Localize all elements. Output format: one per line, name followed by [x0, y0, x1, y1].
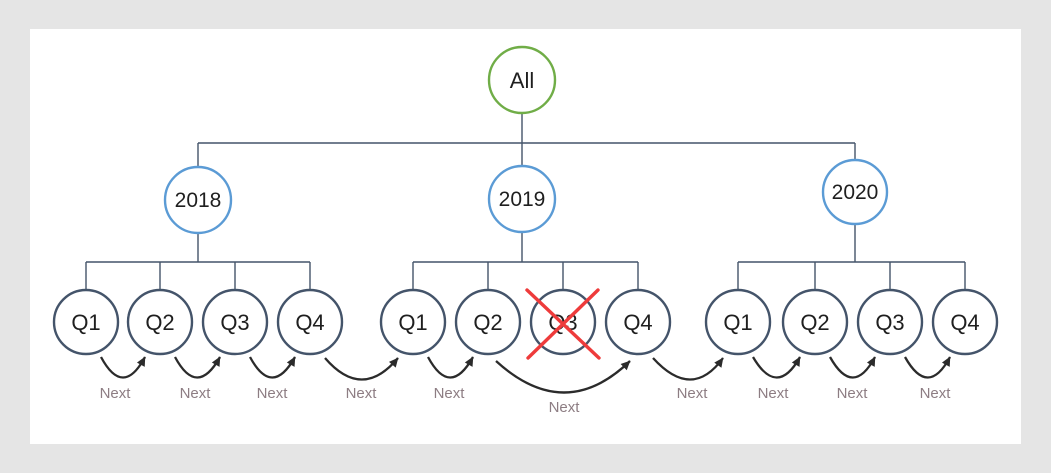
quarter-label: Q3 [220, 310, 249, 335]
next-arrow [248, 356, 297, 379]
next-label: Next [758, 385, 790, 402]
quarter-circle [781, 288, 849, 356]
next-arrows: Next Next Next Next Next Next Next Next … [99, 356, 952, 416]
quarter-circle [704, 288, 772, 356]
node-2018: 2018 [163, 165, 233, 235]
quarter-circle [126, 288, 194, 356]
node-2019: 2019 [487, 164, 557, 234]
node-2018-q2: Q2 [126, 288, 194, 356]
next-label: Next [434, 385, 466, 402]
quarter-label: Q4 [295, 310, 324, 335]
next-arrow [324, 357, 399, 381]
next-label: Next [837, 385, 869, 402]
quarter-circle [379, 288, 447, 356]
quarter-label: Q2 [800, 310, 829, 335]
cross-out-icon [525, 288, 601, 360]
node-2020-q2: Q2 [781, 288, 849, 356]
root-label: All [510, 68, 534, 93]
quarter-label: Q1 [71, 310, 100, 335]
connectors [85, 113, 966, 290]
quarter-circle [931, 288, 999, 356]
next-arrow [903, 356, 952, 379]
node-2018-q1: Q1 [52, 288, 120, 356]
year-label: 2018 [175, 189, 222, 212]
quarter-circle [856, 288, 924, 356]
quarter-label: Q2 [145, 310, 174, 335]
node-2020-q3: Q3 [856, 288, 924, 356]
node-all: All [487, 45, 557, 115]
quarter-circle [604, 288, 672, 356]
connector-2019-to-quarters [412, 232, 639, 290]
quarter-circle [454, 288, 522, 356]
quarter-label: Q4 [950, 310, 979, 335]
next-label: Next [180, 385, 212, 402]
next-arrow [828, 356, 877, 379]
year-circle [821, 158, 889, 226]
next-label: Next [549, 399, 581, 416]
next-arrow [426, 356, 475, 379]
connector-root-to-years [197, 113, 856, 167]
node-2020-q1: Q1 [704, 288, 772, 356]
year-circle [163, 165, 233, 235]
root-circle [487, 45, 557, 115]
connector-2020-to-quarters [737, 224, 966, 290]
next-label: Next [920, 385, 952, 402]
next-arrow [173, 356, 222, 379]
next-label: Next [100, 385, 132, 402]
quarter-circle [201, 288, 269, 356]
next-label: Next [257, 385, 289, 402]
quarter-label: Q3 [875, 310, 904, 335]
year-label: 2020 [832, 181, 879, 204]
node-2019-q3: Q3 [525, 288, 601, 360]
next-arrow-skip [495, 360, 631, 394]
year-circle [487, 164, 557, 234]
node-2019-q2: Q2 [454, 288, 522, 356]
next-label: Next [677, 385, 709, 402]
node-2019-q4: Q4 [604, 288, 672, 356]
node-2020: 2020 [821, 158, 889, 226]
quarter-circle [276, 288, 344, 356]
next-label: Next [346, 385, 378, 402]
quarter-circle [52, 288, 120, 356]
quarter-label: Q1 [398, 310, 427, 335]
node-2019-q1: Q1 [379, 288, 447, 356]
next-arrow [99, 356, 147, 379]
connector-2018-to-quarters [85, 233, 311, 290]
year-label: 2019 [499, 188, 546, 211]
node-2018-q3: Q3 [201, 288, 269, 356]
next-arrow [752, 356, 802, 379]
next-arrow [652, 357, 724, 381]
quarter-label: Q2 [473, 310, 502, 335]
quarter-label: Q4 [623, 310, 652, 335]
cross-line [526, 288, 600, 360]
node-2020-q4: Q4 [931, 288, 999, 356]
node-2018-q4: Q4 [276, 288, 344, 356]
quarter-label: Q1 [723, 310, 752, 335]
